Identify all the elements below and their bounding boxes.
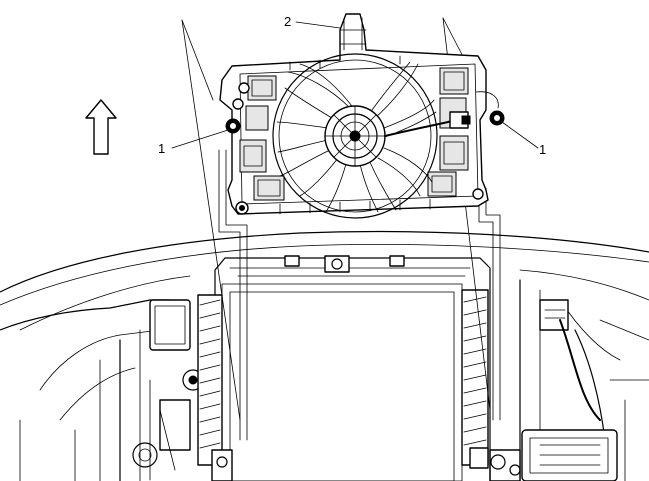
callout-label-fastener-right: 1 [539, 142, 546, 157]
callout-leader-right [501, 121, 539, 149]
callout-leader-top [295, 21, 341, 29]
callout-label-fastener-left: 1 [158, 141, 165, 156]
shroud-fastener-right [489, 110, 505, 126]
radiator-right-tank [461, 289, 489, 466]
shroud-fastener-left [225, 118, 241, 134]
callout-leader-left [171, 129, 229, 149]
fan-shroud-assembly [219, 13, 499, 219]
vehicle-front-end [0, 230, 649, 481]
shroud-right-modules [427, 67, 469, 197]
up-arrow-icon [85, 99, 117, 155]
callout-label-fan-shroud: 2 [284, 14, 291, 29]
shroud-left-modules [239, 75, 285, 201]
alignment-guide-lines [181, 17, 501, 441]
fan-blades [276, 61, 437, 213]
radiator-core [197, 255, 491, 481]
radiator-left-tank [197, 294, 223, 466]
